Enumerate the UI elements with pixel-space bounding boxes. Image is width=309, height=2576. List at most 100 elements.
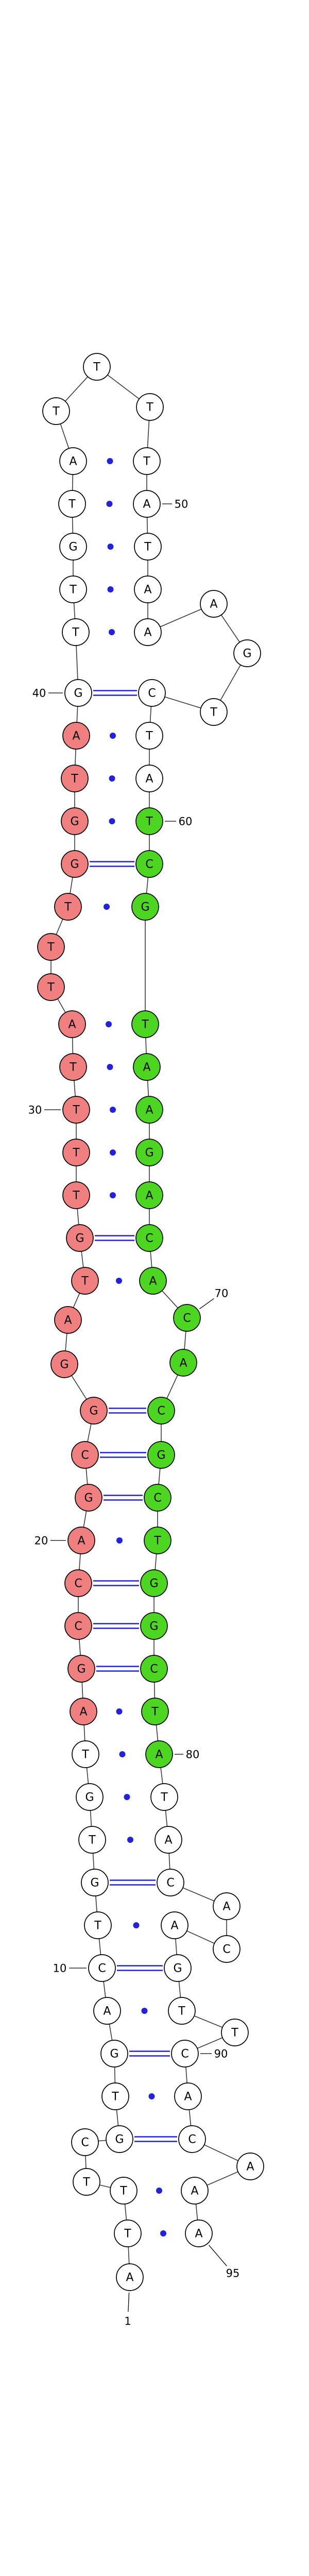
base-letter: C bbox=[74, 1578, 82, 1590]
nucleotide-44: T bbox=[58, 490, 86, 518]
nucleotide-circle bbox=[135, 1181, 163, 1209]
nucleotide-circle bbox=[134, 618, 162, 646]
nucleotide-circle bbox=[73, 2168, 100, 2196]
nucleotide-94: A bbox=[181, 2177, 209, 2205]
position-label: 70 bbox=[215, 1287, 229, 1299]
nucleotide-9: A bbox=[93, 1997, 121, 2025]
label-tick bbox=[199, 1298, 214, 1310]
base-letter: C bbox=[81, 1449, 89, 1462]
nucleotide-78: C bbox=[140, 1655, 168, 1683]
base-pair-dot-bond bbox=[109, 818, 115, 824]
base-letter: C bbox=[74, 1620, 82, 1633]
nucleotide-18: C bbox=[64, 1612, 92, 1640]
base-letter: G bbox=[77, 1663, 85, 1676]
base-letter: T bbox=[47, 981, 55, 994]
nucleotide-circle bbox=[157, 1869, 184, 1896]
position-label: 40 bbox=[32, 687, 46, 699]
nucleotide-circle bbox=[213, 1892, 241, 1920]
base-letter: C bbox=[145, 858, 153, 871]
nucleotide-16: A bbox=[70, 1698, 97, 1725]
nucleotide-circle bbox=[71, 1267, 99, 1295]
label-tick bbox=[209, 2245, 227, 2266]
base-letter: T bbox=[81, 1749, 89, 1761]
nucleotide-circle bbox=[106, 2125, 133, 2153]
base-letter: C bbox=[166, 1877, 174, 1890]
base-letter: G bbox=[141, 901, 149, 914]
base-letter: T bbox=[124, 2228, 131, 2241]
nucleotide-8: G bbox=[100, 2040, 128, 2067]
base-letter: T bbox=[119, 2185, 127, 2198]
base-letter: A bbox=[195, 2228, 202, 2241]
nucleotide-58: T bbox=[135, 722, 163, 750]
base-letter: G bbox=[149, 1620, 158, 1633]
nucleotide-48: T bbox=[136, 393, 164, 421]
nucleotide-circle bbox=[42, 397, 70, 425]
base-letter: A bbox=[77, 1535, 85, 1548]
nucleotide-14: G bbox=[76, 1783, 104, 1811]
base-letter: T bbox=[160, 1791, 168, 1804]
base-letter: T bbox=[69, 584, 77, 597]
nucleotide-circle bbox=[138, 679, 166, 707]
base-pair-dot-bond bbox=[104, 904, 110, 910]
nucleotide-11: T bbox=[84, 1911, 112, 1939]
nucleotide-circle bbox=[61, 850, 89, 878]
nucleotide-circle bbox=[133, 1053, 161, 1081]
base-letter: T bbox=[72, 1147, 80, 1160]
nucleotide-circle bbox=[131, 893, 159, 921]
nucleotide-circle bbox=[61, 765, 89, 792]
nucleotide-55: G bbox=[233, 639, 261, 667]
nucleotide-79: T bbox=[141, 1698, 169, 1725]
nucleotide-40: G bbox=[64, 679, 92, 707]
base-letter: T bbox=[210, 706, 217, 719]
base-letter: G bbox=[60, 1359, 68, 1371]
nucleotide-34: T bbox=[37, 933, 65, 961]
base-letter: T bbox=[72, 1104, 80, 1117]
nucleotide-56: T bbox=[200, 698, 228, 726]
nucleotide-circle bbox=[93, 1997, 121, 2025]
position-label: 50 bbox=[175, 498, 188, 510]
nucleotide-circle bbox=[139, 1267, 167, 1295]
nucleotide-63: T bbox=[131, 1010, 159, 1038]
nucleotide-60: T bbox=[135, 807, 163, 835]
nucleotide-37: G bbox=[61, 807, 89, 835]
position-label: 1 bbox=[124, 2315, 131, 2327]
base-letter: A bbox=[103, 2005, 111, 2018]
nucleotide-28: T bbox=[62, 1181, 90, 1209]
nucleotide-86: A bbox=[161, 1911, 188, 1939]
base-letter: C bbox=[81, 2137, 89, 2149]
nucleotide-circle bbox=[140, 1569, 168, 1597]
nucleotide-circle bbox=[169, 1349, 197, 1377]
base-letter: C bbox=[145, 1232, 153, 1245]
nucleotide-circle bbox=[144, 1484, 171, 1512]
position-label: 95 bbox=[226, 2267, 240, 2279]
position-label: 30 bbox=[28, 1104, 42, 1116]
nucleotide-92: C bbox=[178, 2125, 206, 2153]
nucleotide-circle bbox=[181, 2177, 209, 2205]
nucleotide-5: C bbox=[71, 2128, 99, 2156]
base-pair-dot-bond bbox=[106, 1021, 112, 1027]
nucleotide-circle bbox=[135, 1139, 163, 1166]
nucleotide-circle bbox=[59, 533, 87, 561]
base-letter: T bbox=[94, 1920, 101, 1933]
base-pair-dot-bond bbox=[107, 544, 114, 550]
nucleotide-circle bbox=[37, 933, 65, 961]
base-letter: C bbox=[181, 2048, 188, 2061]
nucleotide-circle bbox=[135, 1224, 163, 1252]
nucleotide-69: A bbox=[139, 1267, 167, 1295]
base-pair-dot-bond bbox=[110, 1149, 116, 1156]
nucleotide-circle bbox=[78, 1826, 106, 1854]
base-letter: T bbox=[71, 773, 78, 786]
base-letter: T bbox=[141, 1019, 149, 1031]
nucleotide-circle bbox=[62, 1181, 90, 1209]
position-label: 90 bbox=[214, 2047, 228, 2060]
nucleotide-circle bbox=[101, 2082, 129, 2110]
base-letter: A bbox=[72, 730, 80, 743]
nucleotide-35: T bbox=[54, 893, 82, 921]
base-letter: G bbox=[70, 858, 79, 871]
nucleotide-circle bbox=[135, 722, 163, 750]
nucleotide-42: T bbox=[59, 575, 87, 603]
nucleotide-12: G bbox=[81, 1869, 109, 1896]
base-pair-dot-bond bbox=[110, 1192, 116, 1198]
nucleotide-circle bbox=[135, 765, 163, 792]
